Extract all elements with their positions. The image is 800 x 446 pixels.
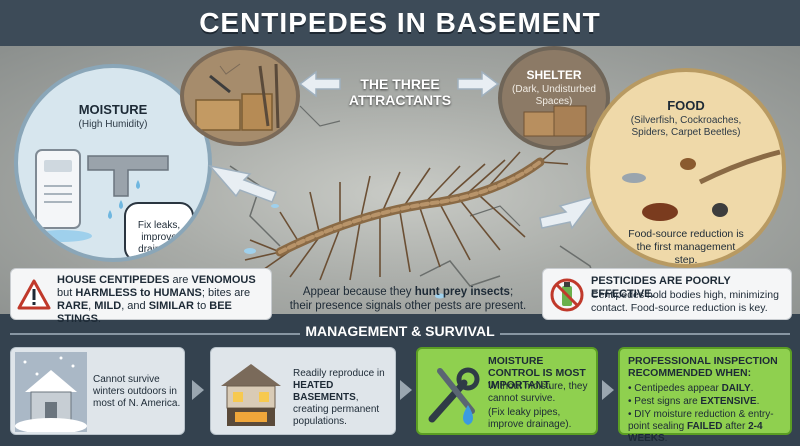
w-t7: . bbox=[97, 313, 102, 325]
w-t6: to bbox=[193, 300, 210, 312]
three-attractants-text: THE THREE ATTRACTANTS bbox=[348, 76, 452, 108]
fix-leaks-bubble: Fix leaks, improve drainage! bbox=[124, 202, 194, 258]
moisture-control-heading: MOISTURE CONTROL IS MOST IMPORTANT. bbox=[488, 355, 586, 391]
insp3-t3: . bbox=[664, 433, 668, 444]
arrow-2 bbox=[400, 380, 412, 400]
basement-t2: , creating permanent populations. bbox=[293, 392, 380, 427]
insp2-b1: EXTENSIVE bbox=[700, 396, 757, 407]
prey-text-bold: hunt prey insects bbox=[414, 286, 510, 298]
w-t3: ; bites are bbox=[201, 287, 251, 299]
insp3-t1: • DIY moisture reduction & entry-point s… bbox=[628, 409, 774, 432]
insp1-t1: • Centipedes appear bbox=[628, 383, 722, 394]
moisture-subtitle: (High Humidity) bbox=[78, 119, 148, 130]
insp1-t2: . bbox=[750, 383, 754, 394]
page-title: CENTIPEDES IN BASEMENT bbox=[199, 7, 601, 38]
w-b7: BEE STINGS bbox=[57, 300, 232, 325]
w-b5: MILD bbox=[94, 300, 122, 312]
winter-card-text: Cannot survive winters outdoors in most … bbox=[93, 374, 181, 409]
wrench-water-icon bbox=[428, 367, 480, 425]
pesticide-heading: PESTICIDES ARE POORLY EFFECTIVE. bbox=[591, 275, 731, 300]
insp3-t2: after bbox=[722, 421, 749, 432]
prey-explanation: Appear because they hunt prey insects; t… bbox=[248, 271, 568, 313]
insp3-b1: FAILED bbox=[686, 421, 723, 432]
basement-card-text: Readily reproduce in HEATED BASEMENTS, c… bbox=[293, 368, 393, 428]
attractant-arrows bbox=[207, 70, 598, 230]
food-caption: Food-source reduction is the first manag… bbox=[628, 228, 744, 266]
w-t2: but bbox=[57, 287, 76, 299]
water-drops bbox=[244, 204, 445, 299]
arrow-1 bbox=[192, 380, 204, 400]
moisture-control-card: MOISTURE CONTROL IS MOST IMPORTANT. With… bbox=[416, 347, 598, 435]
moisture-title: MOISTURE bbox=[78, 102, 148, 117]
fix-leaks-text: Fix leaks, improve drainage! bbox=[137, 220, 181, 255]
basement-b1: HEATED BASEMENTS bbox=[293, 380, 356, 403]
insp2-t1: • Pest signs are bbox=[628, 396, 701, 407]
shelter-subtitle: (Dark, Undisturbed Spaces) bbox=[512, 84, 596, 107]
winter-card: Cannot survive winters outdoors in most … bbox=[10, 347, 185, 435]
insp3-b2: 2-4 WEEKS bbox=[628, 421, 763, 444]
header-bar: CENTIPEDES IN BASEMENT bbox=[0, 0, 800, 46]
moisture-control-body: Without moisture, they cannot survive. bbox=[488, 381, 588, 404]
pesticide-body: Centipedes hold bodies high, minimizing … bbox=[591, 289, 779, 314]
w-b3: HARMLESS to HUMANS bbox=[75, 287, 202, 299]
pesticide-warning-box: PESTICIDES ARE POORLY EFFECTIVE. Centipe… bbox=[542, 268, 792, 320]
three-attractants-label: THE THREE ATTRACTANTS bbox=[320, 60, 480, 108]
tools-box-icon bbox=[195, 63, 280, 131]
food-subtitle: (Silverfish, Cockroaches, Spiders, Carpe… bbox=[630, 115, 742, 138]
management-title: MANAGEMENT & SURVIVAL bbox=[305, 323, 495, 339]
w-t4: , bbox=[88, 300, 95, 312]
food-title: FOOD bbox=[667, 98, 705, 113]
w-b4: RARE bbox=[57, 300, 89, 312]
mgmt-divider-right bbox=[500, 333, 790, 335]
dehumidifier-icon bbox=[32, 149, 169, 242]
basement-t1: Readily reproduce in bbox=[293, 368, 385, 379]
warning-triangle-icon bbox=[17, 279, 51, 310]
w-t1: are bbox=[169, 274, 192, 286]
inspection-heading: PROFESSIONAL INSPECTION RECOMMENDED WHEN… bbox=[628, 355, 778, 379]
w-b2: VENOMOUS bbox=[191, 274, 256, 286]
inspection-card: PROFESSIONAL INSPECTION RECOMMENDED WHEN… bbox=[618, 347, 792, 444]
w-b6: SIMILAR bbox=[148, 300, 194, 312]
inspection-item-3: • DIY moisture reduction & entry-point s… bbox=[628, 409, 790, 445]
inspection-item-2: • Pest signs are EXTENSIVE. bbox=[628, 396, 790, 408]
basement-card: Readily reproduce in HEATED BASEMENTS, c… bbox=[210, 347, 396, 435]
inspection-item-1: • Centipedes appear DAILY. bbox=[628, 383, 790, 395]
arrow-3 bbox=[602, 380, 614, 400]
boxes-icon bbox=[523, 105, 587, 137]
shelter-title: SHELTER bbox=[526, 68, 582, 82]
w-b1: HOUSE CENTIPEDES bbox=[57, 274, 170, 286]
prey-text-2: ; their presence signals other pests are… bbox=[289, 286, 527, 312]
storage-clutter-panel bbox=[180, 46, 300, 146]
moisture-panel: MOISTURE (High Humidity) Fix leaks, impr… bbox=[14, 64, 212, 262]
venom-warning-box: HOUSE CENTIPEDES are VENOMOUS but HARMLE… bbox=[10, 268, 272, 325]
mgmt-divider-left bbox=[10, 333, 300, 335]
venom-warning-text: HOUSE CENTIPEDES are VENOMOUS but HARMLE… bbox=[57, 274, 267, 326]
snowy-house-icon bbox=[15, 352, 87, 432]
prey-text-1: Appear because they bbox=[302, 286, 415, 298]
centipede-illustration bbox=[244, 141, 569, 281]
insp2-t2: . bbox=[756, 396, 760, 407]
moisture-control-note: (Fix leaky pipes, improve drainage). bbox=[488, 407, 572, 430]
w-t5: , and bbox=[121, 300, 149, 312]
prey-insects-icon bbox=[622, 149, 781, 221]
food-panel: FOOD (Silverfish, Cockroaches, Spiders, … bbox=[586, 68, 786, 268]
no-pesticide-icon bbox=[550, 278, 584, 312]
heated-house-icon bbox=[221, 364, 281, 426]
insp1-b1: DAILY bbox=[721, 383, 751, 394]
